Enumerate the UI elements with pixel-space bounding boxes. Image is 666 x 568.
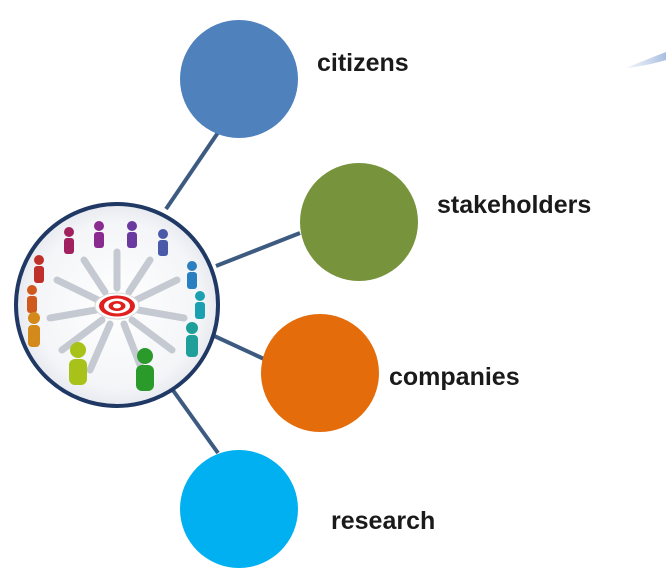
connector-research — [165, 380, 220, 455]
target-icon — [94, 292, 140, 320]
connector-stakeholders — [215, 231, 301, 268]
stakeholders-label: stakeholders — [437, 191, 592, 219]
connector-companies — [209, 332, 265, 361]
people-around-target-icon — [14, 202, 220, 408]
stakeholders-node-circle — [300, 163, 418, 281]
citizens-label: citizens — [317, 49, 409, 77]
citizens-node-circle — [180, 20, 298, 138]
hub-spokes — [46, 248, 188, 374]
people-figures — [27, 221, 205, 391]
research-node-circle — [180, 450, 298, 568]
companies-label: companies — [389, 363, 520, 391]
swoosh-decoration — [626, 52, 666, 68]
research-label: research — [331, 507, 436, 535]
companies-node-circle — [261, 314, 379, 432]
